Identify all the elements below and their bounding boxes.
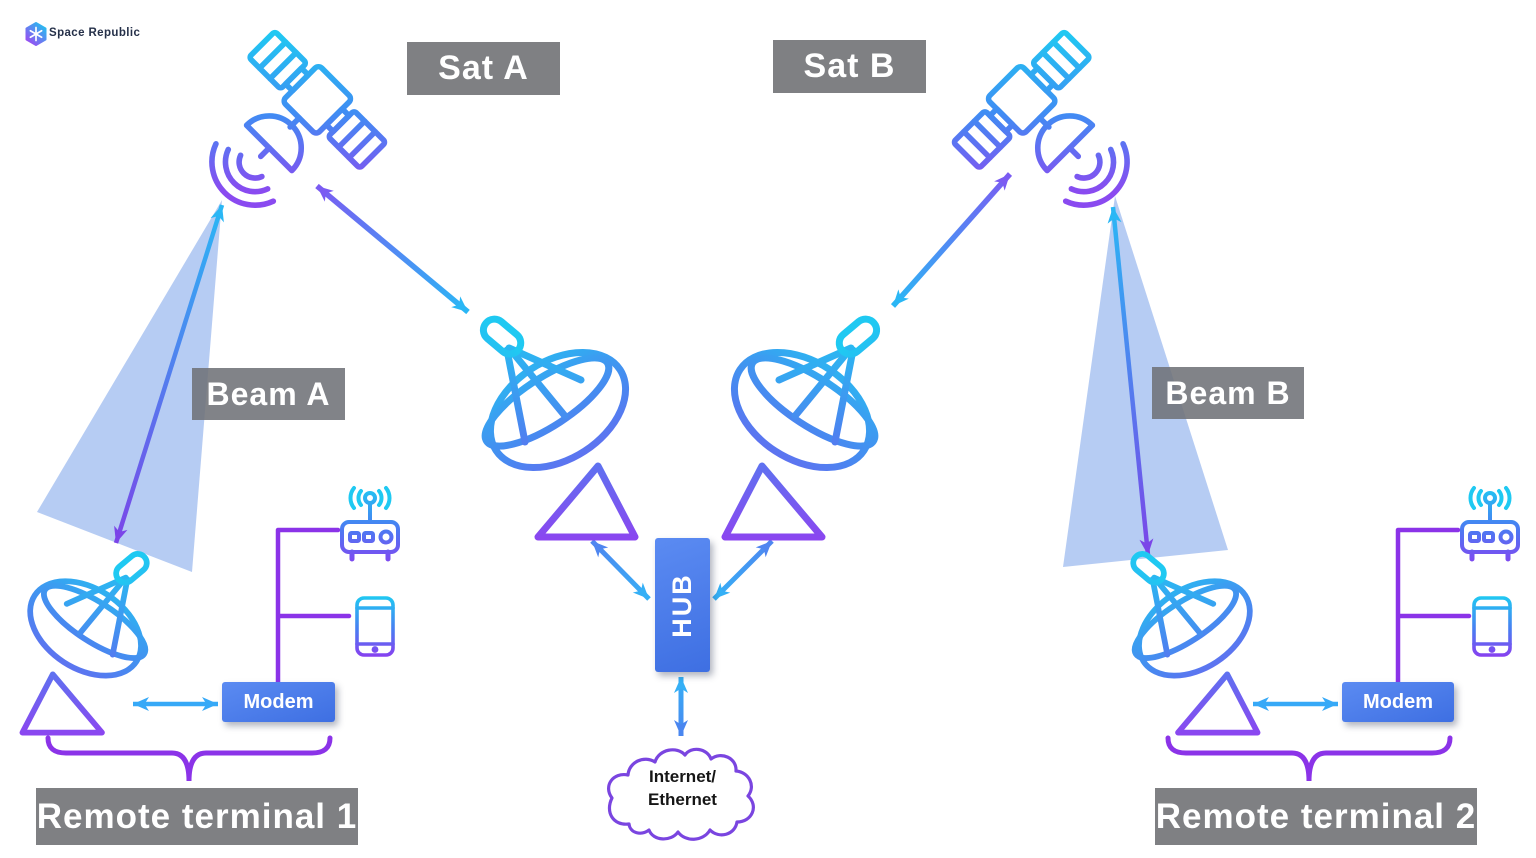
satellite-b-icon — [948, 26, 1170, 248]
terminal2-router-icon — [1462, 488, 1518, 559]
logo-icon — [25, 22, 47, 46]
beam-a-label: Beam A — [192, 368, 345, 420]
cloud-label-line2: Ethernet — [648, 789, 717, 809]
cloud-outline-icon — [607, 747, 755, 841]
remote-terminal-2-label: Remote terminal 2 — [1155, 788, 1477, 845]
terminal2-lan-lines — [1395, 527, 1472, 689]
hub-left-arrow — [587, 536, 654, 604]
internet-cloud-label: Internet/ Ethernet — [610, 766, 755, 812]
terminal1-brace — [45, 735, 333, 782]
terminal2-brace — [1165, 735, 1453, 782]
satellite-a-icon — [169, 26, 391, 248]
beam-b-label: Beam B — [1152, 367, 1304, 419]
sat-b-link-arrow — [887, 169, 1016, 311]
sat-b-label: Sat B — [773, 40, 926, 93]
sat-a-link-arrow — [312, 180, 473, 318]
terminal2-modem-arrow — [1253, 697, 1338, 711]
terminal1-modem-arrow — [133, 697, 218, 711]
hub-right-arrow — [709, 536, 777, 604]
hub-box: HUB — [655, 538, 710, 672]
modem-2-box: Modem — [1342, 682, 1454, 722]
sat-a-label: Sat A — [407, 42, 560, 95]
hub-dish-left-icon — [469, 315, 646, 537]
hub-dish-right-icon — [713, 315, 890, 537]
hub-cloud-arrow — [674, 677, 688, 736]
hub-label: HUB — [667, 572, 697, 638]
brand-name: Space Republic — [49, 27, 141, 39]
remote-terminal-1-label: Remote terminal 1 — [36, 788, 358, 845]
beam-a-cone — [37, 200, 222, 572]
beam-a-arrow — [109, 202, 229, 546]
terminal1-phone-icon — [355, 596, 395, 657]
terminal2-phone-icon — [1472, 596, 1512, 657]
terminal1-lan-lines — [275, 527, 352, 689]
terminal2-dish-icon — [1122, 550, 1268, 732]
cloud-label-line1: Internet/ — [648, 767, 717, 786]
beam-b-arrow — [1106, 206, 1155, 556]
modem-1-box: Modem — [222, 682, 335, 722]
beam-b-cone — [1063, 196, 1228, 567]
terminal1-router-icon — [342, 488, 398, 559]
